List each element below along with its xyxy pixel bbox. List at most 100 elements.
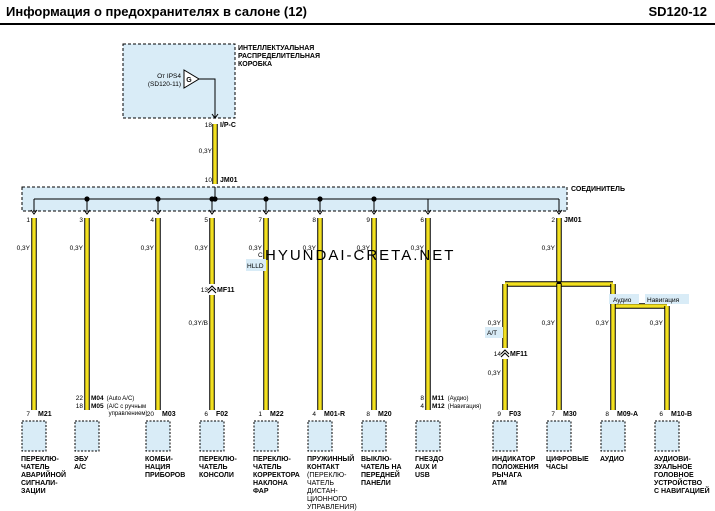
- right-component-label: ПОЛОЖЕНИЯ: [492, 464, 539, 471]
- right-tag-box: [485, 327, 503, 338]
- right-component-label: ГОЛОВНОЕ: [654, 472, 694, 479]
- branch-wire-color: 0,3Y: [141, 245, 155, 252]
- gate-label: G: [186, 77, 192, 84]
- branch-conn-note: (Аудио): [448, 396, 469, 402]
- right-component-label: ЦИФРОВЫЕ: [546, 456, 589, 463]
- ipdm-pin-arrow: [211, 113, 219, 119]
- branch-top-arrow: [208, 209, 216, 215]
- component-label: ГНЕЗДО: [415, 456, 444, 463]
- right-top-arrow: [555, 209, 563, 215]
- component-label: ЧАТЕЛЬ: [253, 464, 282, 471]
- component-box: [145, 420, 171, 452]
- branch-wire-color: 0,3Y: [357, 245, 371, 252]
- right-wire-color: 0,3Y: [596, 320, 610, 327]
- branch-wire2-color: 0,3Y/B: [188, 320, 208, 327]
- component-label: ПЕРЕКЛЮ-: [21, 456, 59, 463]
- component-label-note: ЧАТЕЛЬ: [307, 480, 334, 487]
- right-component-box: [546, 420, 572, 452]
- component-label: НАЦИЯ: [145, 464, 170, 471]
- component-label-note: ЦИОННОГО: [307, 496, 348, 503]
- branch-bottom-conn: F02: [216, 411, 228, 418]
- branch-wire-color: 0,3Y: [411, 245, 425, 252]
- branch-bottom-conn: M21: [38, 411, 52, 418]
- component-label: ЭБУ: [74, 456, 89, 463]
- component-label: КОМБИ-: [145, 456, 174, 463]
- component-label: АВАРИЙНОЙ: [21, 470, 66, 479]
- component-box: [21, 420, 47, 452]
- right-mid-pin: 14: [494, 351, 502, 358]
- component-label: ФАР: [253, 488, 269, 495]
- component-label: ЗАЦИИ: [21, 488, 46, 495]
- right-tag: Навигация: [647, 297, 680, 304]
- ipdm-connector: I/P-C: [220, 122, 236, 129]
- branch-wire-color: 0,3Y: [249, 245, 263, 252]
- branch-bottom-conn: M05: [91, 403, 104, 410]
- branch-mid-conn: MF11: [217, 287, 235, 294]
- branch-wire-color: 0,3Y: [70, 245, 84, 252]
- right-trunk-color: 0,3Y: [542, 245, 556, 252]
- right-component-label: РЫЧАГА: [492, 472, 522, 479]
- buffer-gate: [183, 69, 200, 89]
- branch-tag-c: C: [258, 252, 263, 259]
- branch-bottom-pin: 1: [258, 411, 262, 418]
- ipdm-source: От IPS4: [157, 73, 181, 80]
- page-title: Информация о предохранителях в салоне (1…: [6, 4, 307, 19]
- branch-inline-connector: [207, 285, 217, 291]
- branch-bottom-pin: 8: [420, 395, 424, 402]
- ipdm-box: [122, 43, 236, 119]
- branch-bottom-pin: 20: [147, 411, 155, 418]
- right-component-box: [600, 420, 626, 452]
- branch-top-pin: 7: [258, 217, 262, 224]
- bus-node: [371, 196, 377, 202]
- component-label: ЧАТЕЛЬ: [199, 464, 228, 471]
- component-label: ПРУЖИННЫЙ: [307, 454, 354, 463]
- branch-bottom-conn: M20: [378, 411, 392, 418]
- branch-bottom-conn: M22: [270, 411, 284, 418]
- branch-bottom-pin: 4: [312, 411, 316, 418]
- right-component-label: ЧАСЫ: [546, 464, 568, 471]
- branch-wire-color: 0,3Y: [195, 245, 209, 252]
- component-label-note: (ПЕРЕКЛЮ-: [307, 472, 347, 479]
- branch-top-arrow: [424, 209, 432, 215]
- branch-conn-note: управлением): [109, 411, 148, 417]
- component-label: ПРИБОРОВ: [145, 472, 185, 479]
- component-label-note: ДИСТАН-: [307, 488, 338, 495]
- right-inline-connector: [500, 349, 510, 355]
- component-label: ПЕРЕКЛЮ-: [253, 456, 291, 463]
- right-bottom-conn: M09-A: [617, 411, 638, 418]
- right-bottom-pin: 6: [659, 411, 663, 418]
- right-tag-box: [609, 294, 639, 304]
- right-component-label: ИНДИКАТОР: [492, 456, 536, 463]
- connector-label: СОЕДИНИТЕЛЬ: [571, 186, 625, 193]
- branch-top-pin: 8: [312, 217, 316, 224]
- component-box: [415, 420, 441, 452]
- ipdm-source: (SD120-11): [148, 81, 181, 88]
- branch-bottom-conn: M03: [162, 411, 176, 418]
- right-component-label: АУДИО: [600, 456, 625, 463]
- branch-top-arrow: [316, 209, 324, 215]
- bus-node: [317, 196, 323, 202]
- right-top-name: JM01: [564, 217, 582, 224]
- component-label: ПЕРЕКЛЮ-: [199, 456, 237, 463]
- branch-top-arrow: [370, 209, 378, 215]
- right-wire-color: 0,3Y: [542, 320, 556, 327]
- component-label: КОНСОЛИ: [199, 472, 234, 479]
- component-label-note: УПРАВЛЕНИЯ): [307, 504, 357, 511]
- branch-tag-hlld: HLLD: [247, 263, 264, 270]
- right-bottom-pin: 9: [497, 411, 501, 418]
- component-label: ЧАТЕЛЬ: [21, 464, 50, 471]
- right-tag: A/T: [487, 330, 497, 337]
- branch-conn-note: (A/C с ручным: [107, 404, 146, 410]
- branch-bottom-conn: M04: [91, 395, 104, 402]
- component-label: ЧАТЕЛЬ НА: [361, 464, 402, 471]
- component-box: [253, 420, 279, 452]
- branch-mid-pin: 13: [201, 287, 209, 294]
- branch-bottom-pin: 6: [204, 411, 208, 418]
- bus-node: [84, 196, 90, 202]
- branch-bottom-pin: 4: [420, 403, 424, 410]
- right-bottom-conn: F03: [509, 411, 521, 418]
- branch-top-pin: 6: [420, 217, 424, 224]
- branch-wire-color: 0,3Y: [17, 245, 31, 252]
- gate-output-line: [199, 78, 216, 117]
- component-box: [199, 420, 225, 452]
